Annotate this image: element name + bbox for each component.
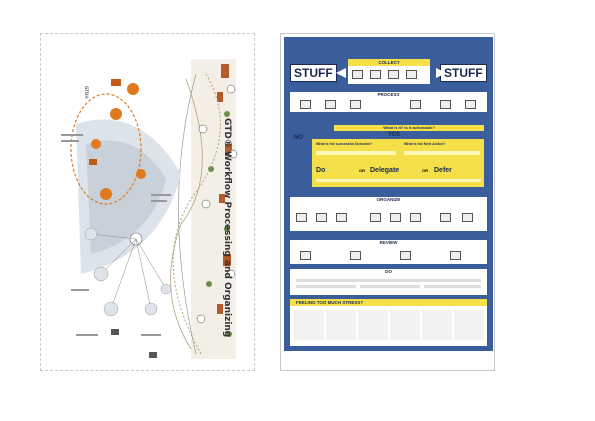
stress-heading: FEELING TOO MUCH STRESS? xyxy=(290,299,487,306)
do-text-line-1 xyxy=(296,279,481,282)
do-text-line-2 xyxy=(296,285,356,288)
someday-icon xyxy=(316,213,327,222)
trash-bin-icon xyxy=(296,213,307,222)
process-icons xyxy=(290,98,487,112)
collect-heading: COLLECT xyxy=(348,59,430,66)
right-page: STUFF COLLECT STUFF PROCESS xyxy=(280,33,495,371)
tip-block-3 xyxy=(358,310,388,340)
stuff-label-left: STUFF xyxy=(290,64,337,82)
yes-label: YES xyxy=(388,132,401,138)
tip-block-2 xyxy=(326,310,356,340)
trash-icon xyxy=(300,100,311,109)
outcome-text-block xyxy=(316,151,396,155)
left-page: GTD® xyxy=(40,33,255,371)
voicemail-icon xyxy=(406,70,417,79)
review-calendar-icon xyxy=(300,251,311,260)
stuff-label-right: STUFF xyxy=(440,64,487,82)
organize-heading: ORGANIZE xyxy=(290,197,487,203)
or-label-2: OR xyxy=(422,168,428,173)
project-plans-icon xyxy=(462,213,473,222)
collect-arrows xyxy=(336,68,446,78)
review-lists-icon xyxy=(350,251,361,260)
tip-block-6 xyxy=(454,310,484,340)
side-label: GTD® xyxy=(84,86,89,100)
workflow-illustration xyxy=(61,59,238,359)
review-icons xyxy=(290,246,487,264)
defer-label: Defer xyxy=(434,167,452,174)
next-actions-icon xyxy=(390,213,401,222)
delegate-label: Delegate xyxy=(370,167,400,174)
waiting-for-icon xyxy=(410,213,421,222)
review-heading: REVIEW xyxy=(290,240,487,246)
do-text-line-4 xyxy=(424,285,481,288)
calendar-organize-icon xyxy=(370,213,381,222)
weekly-review-icon xyxy=(450,251,461,260)
decision-footer-block xyxy=(316,179,481,182)
do-content xyxy=(290,275,487,295)
email-icon xyxy=(388,70,399,79)
question-text: What is it? Is it actionable? xyxy=(383,125,435,130)
tip-block-4 xyxy=(390,310,420,340)
or-label-1: OR xyxy=(359,168,365,173)
question-bar: What is it? Is it actionable? xyxy=(334,125,484,131)
do-label: Do xyxy=(316,167,326,174)
do-text-line-3 xyxy=(360,285,420,288)
decision-panel: What is the successful Outcome? What is … xyxy=(312,139,484,187)
organize-icons xyxy=(290,203,487,231)
tip-block-5 xyxy=(422,310,452,340)
no-label: NO xyxy=(294,135,303,141)
incubate-icon xyxy=(325,100,336,109)
collect-icons xyxy=(348,66,430,84)
inbox-icon xyxy=(352,70,363,79)
projects-icon xyxy=(440,213,451,222)
next-action-question: What is the Next Action? xyxy=(404,142,446,146)
reference-icon xyxy=(350,100,361,109)
reference-file-icon xyxy=(336,213,347,222)
list-icon xyxy=(440,100,451,109)
review-projects-icon xyxy=(400,251,411,260)
stress-tips xyxy=(290,306,487,346)
calendar-icon xyxy=(410,100,421,109)
tip-block-1 xyxy=(294,310,324,340)
process-heading: PROCESS xyxy=(290,92,487,98)
notepad-icon xyxy=(370,70,381,79)
project-icon xyxy=(465,100,476,109)
outcome-question: What is the successful Outcome? xyxy=(316,142,373,146)
gtd-chart: STUFF COLLECT STUFF PROCESS xyxy=(284,37,493,351)
left-page-title: GTD® Workflow Processing and Organizing xyxy=(222,118,232,338)
next-action-text-block xyxy=(404,151,480,155)
do-heading: DO xyxy=(290,269,487,275)
